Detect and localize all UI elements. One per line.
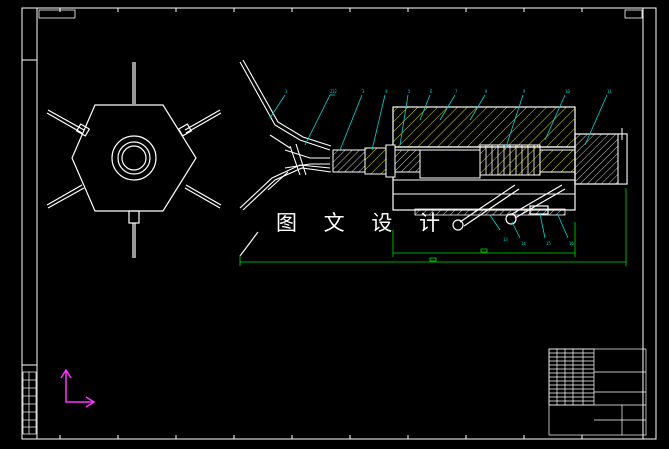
callout-number: 3 — [362, 89, 365, 94]
dimension-lines — [239, 188, 627, 266]
section-view-assembly[interactable] — [239, 59, 628, 257]
callout-number: 1 — [285, 89, 288, 94]
ucs-axis-icon — [60, 368, 96, 408]
callout-number: 9 — [523, 89, 526, 94]
callout-number: 12 — [332, 89, 337, 94]
housing-hatched — [392, 106, 576, 148]
callout-number: 14 — [521, 241, 526, 246]
watermark-title: 图 文 设 计 — [276, 211, 451, 235]
callout-number: 16 — [569, 241, 574, 246]
callout-number: 4 — [385, 89, 388, 94]
drawing-frame — [21, 7, 657, 440]
callout-number: 10 — [565, 89, 570, 94]
callout-number: 5 — [408, 89, 411, 94]
callout-number: 6 — [430, 89, 433, 94]
callout-number: 15 — [546, 241, 551, 246]
end-view-hexagon[interactable] — [46, 62, 222, 258]
callout-number: 7 — [455, 89, 458, 94]
callout-number: 11 — [607, 89, 612, 94]
corner-mark-box — [624, 9, 643, 19]
title-block[interactable] — [548, 348, 647, 436]
callout-number: 13 — [503, 237, 508, 242]
revision-strip — [22, 371, 37, 435]
corner-label-box — [38, 9, 76, 19]
leader-lines — [269, 94, 608, 239]
callout-number: 2 — [330, 89, 333, 94]
callout-number: 8 — [485, 89, 488, 94]
